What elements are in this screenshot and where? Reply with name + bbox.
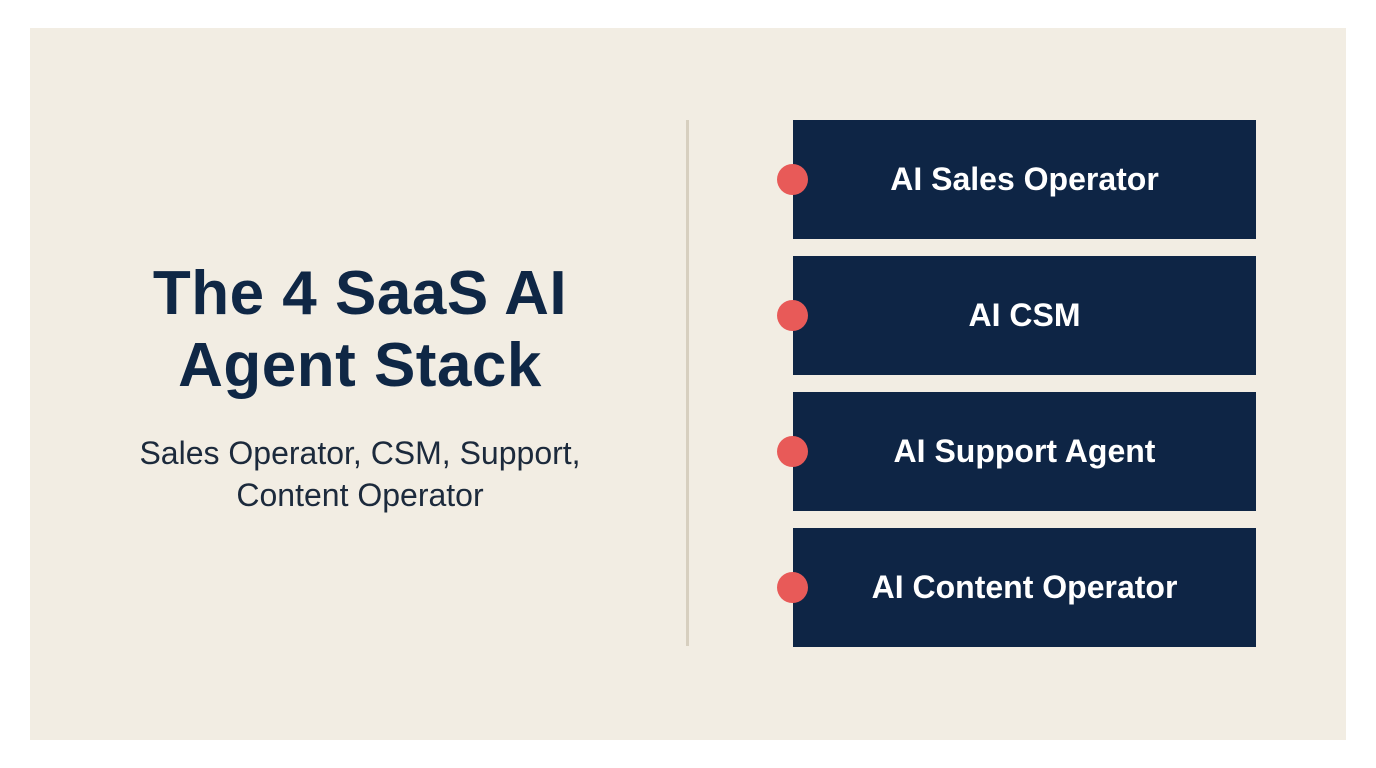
stack-item-label: AI Sales Operator bbox=[890, 161, 1159, 197]
title-block: The 4 SaaS AI Agent Stack Sales Operator… bbox=[80, 258, 640, 516]
title-line-2: Agent Stack bbox=[178, 331, 542, 400]
stack-item-label: AI CSM bbox=[968, 297, 1081, 333]
subtitle-line-1: Sales Operator, CSM, Support, bbox=[139, 435, 581, 471]
bullet-dot-icon bbox=[777, 300, 808, 331]
stack-item-label: AI Support Agent bbox=[893, 433, 1156, 469]
bullet-dot-icon bbox=[777, 572, 808, 603]
subtitle-line-2: Content Operator bbox=[236, 477, 484, 513]
bullet-dot-icon bbox=[777, 164, 808, 195]
title-line-1: The 4 SaaS AI bbox=[152, 259, 568, 328]
stack-item-label: AI Content Operator bbox=[871, 569, 1178, 605]
stack-item-support-agent: AI Support Agent bbox=[777, 392, 1256, 511]
slide: The 4 SaaS AI Agent Stack Sales Operator… bbox=[30, 28, 1346, 740]
subtitle: Sales Operator, CSM, Support, Content Op… bbox=[80, 432, 640, 516]
agent-stack: AI Sales Operator AI CSM AI Support Agen… bbox=[777, 120, 1256, 647]
stack-item-content-operator: AI Content Operator bbox=[777, 528, 1256, 647]
vertical-divider bbox=[686, 120, 689, 646]
bullet-dot-icon bbox=[777, 436, 808, 467]
stack-item-csm: AI CSM bbox=[777, 256, 1256, 375]
stack-item-sales-operator: AI Sales Operator bbox=[777, 120, 1256, 239]
page-title: The 4 SaaS AI Agent Stack bbox=[80, 258, 640, 402]
